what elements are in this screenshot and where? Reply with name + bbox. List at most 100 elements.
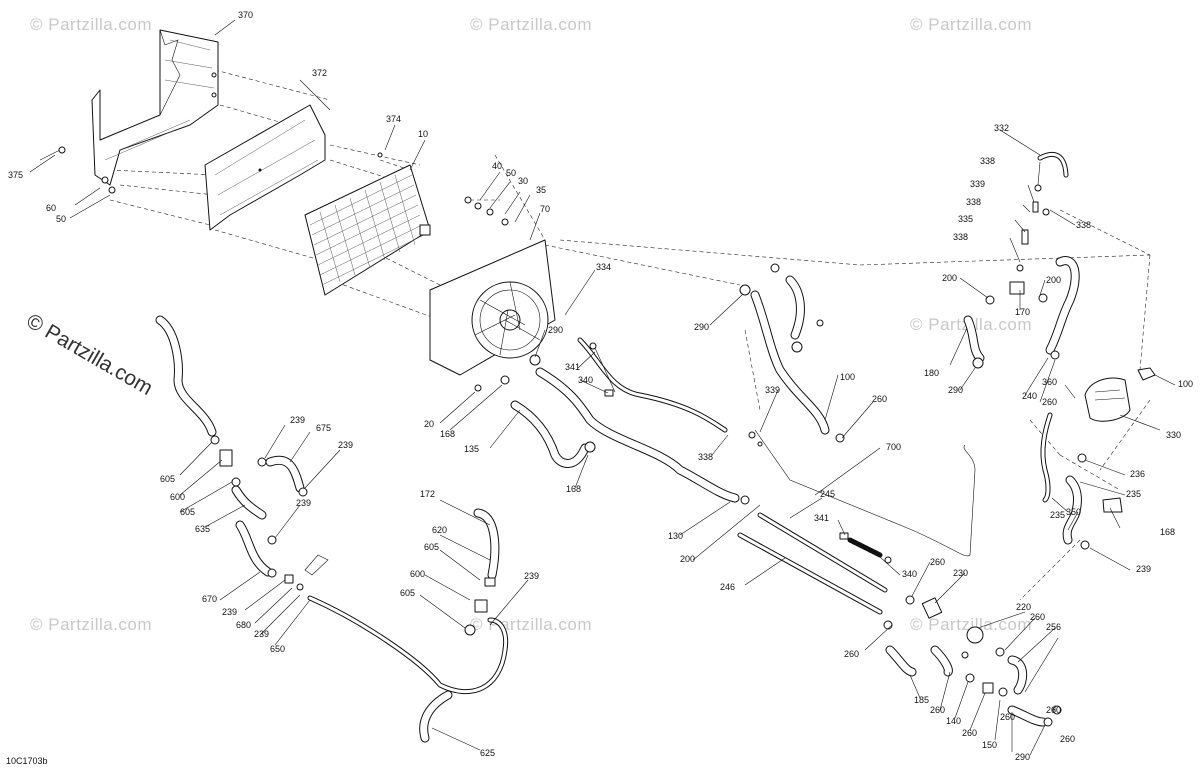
callout[interactable]: 350: [1066, 507, 1081, 517]
callout[interactable]: 260: [1060, 734, 1075, 744]
callout[interactable]: 246: [720, 582, 735, 592]
callout[interactable]: 290: [694, 322, 709, 332]
callout[interactable]: 680: [236, 620, 251, 630]
callout[interactable]: 260: [872, 394, 887, 404]
callout[interactable]: 372: [312, 68, 327, 78]
callout[interactable]: 334: [596, 262, 611, 272]
callout[interactable]: 200: [942, 273, 957, 283]
callout[interactable]: 605: [400, 588, 415, 598]
callout[interactable]: 170: [1015, 307, 1030, 317]
coolant-pipes[interactable]: [737, 429, 976, 615]
callout[interactable]: 180: [924, 368, 939, 378]
callout[interactable]: 239: [254, 629, 269, 639]
callout[interactable]: 650: [270, 644, 285, 654]
callout[interactable]: 200: [680, 554, 695, 564]
callout[interactable]: 341: [814, 513, 829, 523]
callout[interactable]: 135: [464, 444, 479, 454]
callout[interactable]: 338: [966, 197, 981, 207]
callout[interactable]: 35: [536, 185, 546, 195]
callout[interactable]: 168: [440, 429, 455, 439]
callout[interactable]: 60: [46, 203, 56, 213]
coolant-hoses-center[interactable]: [474, 263, 845, 505]
callout[interactable]: 335: [958, 214, 973, 224]
callout[interactable]: 239: [338, 440, 353, 450]
callout[interactable]: 339: [765, 385, 780, 395]
callout[interactable]: 260: [1000, 712, 1015, 722]
callout[interactable]: 600: [170, 492, 185, 502]
callout[interactable]: 260: [962, 728, 977, 738]
callout[interactable]: 220: [1016, 602, 1031, 612]
callout[interactable]: 50: [506, 168, 516, 178]
bolts-left[interactable]: [39, 146, 509, 226]
callout[interactable]: 332: [994, 123, 1009, 133]
callout[interactable]: 239: [1136, 564, 1151, 574]
callout[interactable]: 100: [840, 372, 855, 382]
callout[interactable]: 340: [902, 569, 917, 579]
callout[interactable]: 20: [424, 419, 434, 429]
callout[interactable]: 338: [1076, 220, 1091, 230]
callout[interactable]: 70: [540, 204, 550, 214]
callout[interactable]: 235: [1126, 489, 1141, 499]
callout[interactable]: 30: [518, 176, 528, 186]
callout[interactable]: 605: [424, 542, 439, 552]
callout[interactable]: 172: [420, 489, 435, 499]
callout[interactable]: 600: [410, 569, 425, 579]
callout[interactable]: 100: [1178, 379, 1193, 389]
callout[interactable]: 245: [820, 489, 835, 499]
callout[interactable]: 340: [578, 375, 593, 385]
callout[interactable]: 375: [8, 170, 23, 180]
callout[interactable]: 625: [480, 748, 495, 758]
callout[interactable]: 290: [948, 385, 963, 395]
callout[interactable]: 700: [886, 442, 901, 452]
radiator-10[interactable]: [304, 164, 431, 296]
callout[interactable]: 620: [432, 525, 447, 535]
callout[interactable]: 168: [566, 484, 581, 494]
callout[interactable]: 256: [1046, 622, 1061, 632]
callout[interactable]: 341: [565, 362, 580, 372]
callout[interactable]: 140: [946, 716, 961, 726]
callout[interactable]: 239: [524, 571, 539, 581]
thermostat-fittings[interactable]: [883, 595, 1062, 727]
overflow-hoses-right[interactable]: [963, 151, 1123, 550]
callout[interactable]: 260: [1046, 705, 1061, 715]
callout[interactable]: 374: [386, 114, 401, 124]
callout[interactable]: 50: [56, 214, 66, 224]
callout[interactable]: 235: [1050, 510, 1065, 520]
callout[interactable]: 675: [316, 423, 331, 433]
callout[interactable]: 168: [1160, 527, 1175, 537]
callout[interactable]: 200: [1046, 275, 1061, 285]
callout[interactable]: 240: [1022, 391, 1037, 401]
callout[interactable]: 338: [980, 156, 995, 166]
coolant-reservoir-330[interactable]: [1084, 367, 1156, 422]
callout[interactable]: 635: [195, 524, 210, 534]
callout[interactable]: 40: [492, 161, 502, 171]
callout[interactable]: 260: [930, 705, 945, 715]
callout[interactable]: 236: [1130, 469, 1145, 479]
callout[interactable]: 230: [953, 568, 968, 578]
radiator-bracket-370[interactable]: [91, 29, 219, 186]
callout[interactable]: 260: [930, 557, 945, 567]
callout[interactable]: 338: [698, 452, 713, 462]
cooling-fan-70[interactable]: [429, 239, 556, 376]
heater-hoses-left[interactable]: [155, 315, 509, 743]
callout[interactable]: 260: [1030, 612, 1045, 622]
callout[interactable]: 239: [290, 415, 305, 425]
callout[interactable]: 260: [1042, 397, 1057, 407]
callout[interactable]: 290: [1015, 752, 1030, 762]
callout[interactable]: 670: [202, 594, 217, 604]
callout[interactable]: 605: [160, 474, 175, 484]
callout[interactable]: 360: [1042, 377, 1057, 387]
callout[interactable]: 260: [844, 649, 859, 659]
callout[interactable]: 10: [418, 129, 428, 139]
callout[interactable]: 339: [970, 179, 985, 189]
callout[interactable]: 605: [180, 507, 195, 517]
callout[interactable]: 185: [914, 695, 929, 705]
callout[interactable]: 239: [222, 607, 237, 617]
callout[interactable]: 150: [982, 740, 997, 750]
callout[interactable]: 130: [668, 531, 683, 541]
callout[interactable]: 330: [1166, 430, 1181, 440]
callout[interactable]: 239: [296, 498, 311, 508]
callout[interactable]: 290: [548, 325, 563, 335]
air-deflector-372[interactable]: [204, 104, 326, 231]
callout[interactable]: 338: [953, 232, 968, 242]
